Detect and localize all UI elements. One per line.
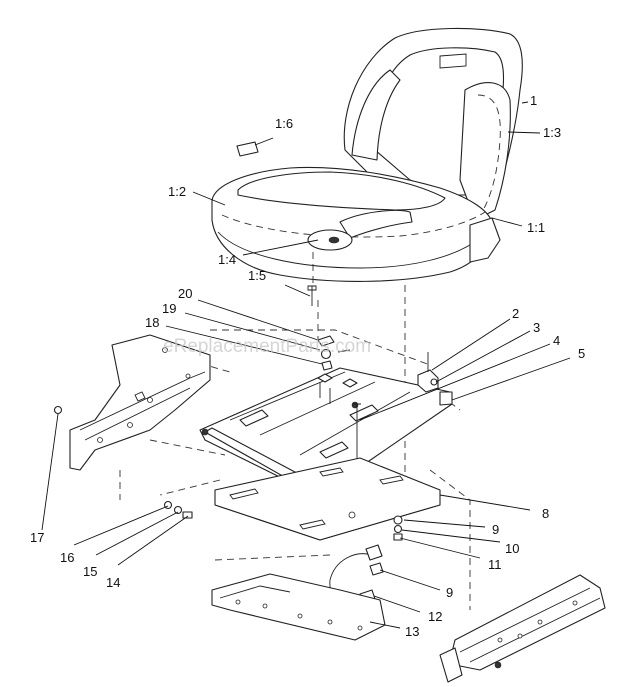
callout-1-3: 1:3 <box>543 125 561 140</box>
callout-4: 4 <box>553 333 560 348</box>
callout-5: 5 <box>578 346 585 361</box>
seat-assembly <box>211 27 523 306</box>
seat-label <box>236 141 259 157</box>
callout-1-1: 1:1 <box>527 220 545 235</box>
callout-8: 8 <box>542 506 549 521</box>
seat-bolt <box>307 285 317 306</box>
callout-11: 11 <box>488 557 502 572</box>
right-bracket-hardware <box>417 352 439 393</box>
callout-13: 13 <box>405 624 419 639</box>
callout-9-lower: 9 <box>446 585 453 600</box>
callout-15: 15 <box>83 564 97 579</box>
callout-3: 3 <box>533 320 540 335</box>
callout-16: 16 <box>60 550 74 565</box>
callout-10: 10 <box>505 541 519 556</box>
callout-1-5: 1:5 <box>248 268 266 283</box>
seat-base-pan <box>469 217 501 263</box>
frame-rail-right <box>439 574 606 683</box>
callout-labels: 1 1:3 1:6 1:2 1:1 1:4 1:5 20 19 18 2 3 4… <box>30 93 585 639</box>
leader-lines <box>41 101 571 629</box>
left-mount-bracket <box>69 334 211 471</box>
hardware-stack-right <box>393 515 403 541</box>
watermark-text: eReplacementParts.com <box>163 336 371 357</box>
callout-1-4: 1:4 <box>218 252 236 267</box>
callout-1-6: 1:6 <box>275 116 293 131</box>
callout-1-2: 1:2 <box>168 184 186 199</box>
callout-2: 2 <box>512 306 519 321</box>
callout-9-upper: 9 <box>492 522 499 537</box>
seat-mount-plate <box>214 457 441 541</box>
callout-12: 12 <box>428 609 442 624</box>
callout-17: 17 <box>30 530 44 545</box>
callout-14: 14 <box>106 575 120 590</box>
callout-20: 20 <box>178 286 192 301</box>
callout-1: 1 <box>530 93 537 108</box>
callout-18: 18 <box>145 315 159 330</box>
left-hardware-stack <box>53 335 351 519</box>
frame-plate-left <box>211 573 386 641</box>
seat-side-bolster <box>459 82 511 221</box>
callout-19: 19 <box>162 301 176 316</box>
